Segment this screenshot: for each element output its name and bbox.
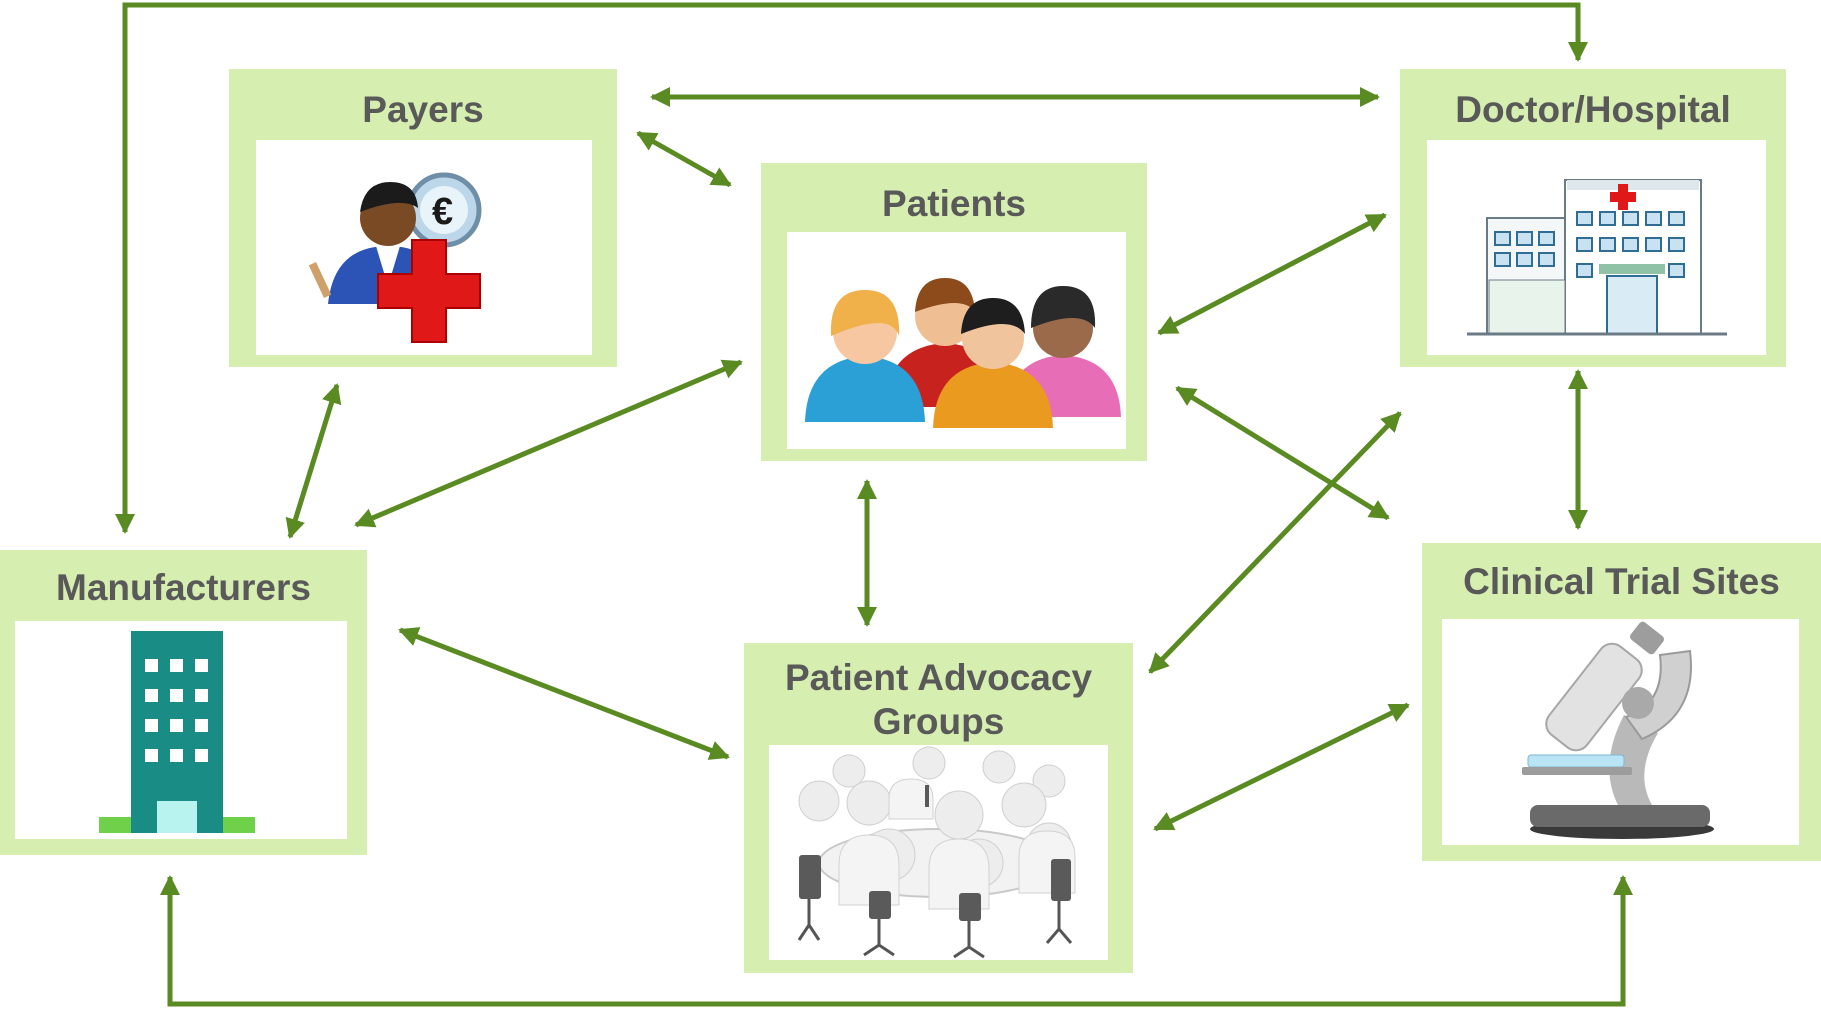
edge-manufacturers-clinical	[160, 875, 1633, 1007]
node-payers-label: Payers	[362, 89, 484, 130]
edge-advocacy-clinical	[1153, 702, 1410, 832]
edge-patients-doctor	[1157, 212, 1387, 336]
node-payers-image: €	[256, 140, 592, 355]
edge-manufacturers-advocacy	[398, 627, 730, 760]
node-clinical-trial-sites-label: Clinical Trial Sites	[1463, 561, 1780, 602]
node-clinical-trial-sites-image	[1442, 619, 1799, 845]
patients-group-icon	[805, 278, 1121, 428]
edge-manufacturers-doctor	[115, 2, 1588, 534]
node-manufacturers-label: Manufacturers	[56, 567, 311, 608]
edge-payers-manufacturers	[285, 383, 342, 539]
node-manufacturers: Manufacturers	[0, 550, 367, 855]
node-patients: Patients	[761, 163, 1147, 461]
node-patients-image	[787, 232, 1126, 449]
hospital-building-icon	[1467, 179, 1727, 336]
node-doctor-hospital-image	[1427, 140, 1766, 355]
edge-patients-clinical	[1175, 385, 1390, 521]
meeting-table-icon	[797, 746, 1076, 959]
microscope-icon	[1522, 621, 1714, 839]
node-patient-advocacy-groups-image	[769, 745, 1108, 960]
node-payers: Payers €	[229, 69, 617, 367]
node-patient-advocacy-groups: Patient Advocacy Groups	[744, 643, 1133, 973]
node-manufacturers-image	[15, 621, 347, 839]
node-patient-advocacy-groups-label-line2: Groups	[872, 701, 1005, 742]
node-doctor-hospital-label: Doctor/Hospital	[1455, 89, 1731, 130]
office-building-icon	[99, 631, 255, 833]
payer-with-euro-and-red-cross-icon: €	[308, 172, 482, 343]
edge-doctor-advocacy	[1148, 411, 1402, 674]
edge-payers-patients	[636, 130, 732, 188]
node-patients-label: Patients	[882, 183, 1026, 224]
svg-text:€: €	[432, 191, 453, 233]
edge-patients-manufacturers	[354, 359, 743, 528]
node-doctor-hospital: Doctor/Hospital	[1400, 69, 1786, 367]
node-clinical-trial-sites: Clinical Trial Sites	[1422, 543, 1821, 861]
node-patient-advocacy-groups-label-line1: Patient Advocacy	[784, 657, 1093, 698]
